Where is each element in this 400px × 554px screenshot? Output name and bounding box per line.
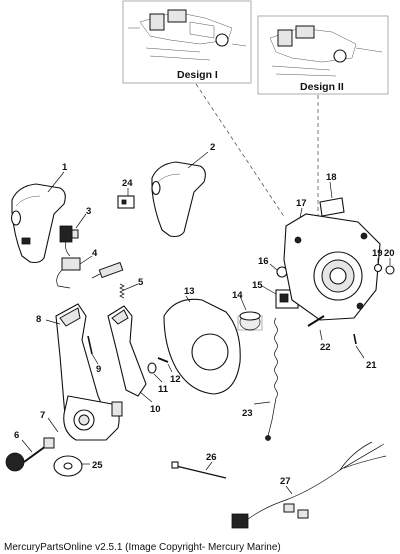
part-20-washer[interactable] (385, 258, 395, 275)
part-26-cable-tie[interactable] (171, 461, 227, 479)
callout-22: 22 (320, 342, 331, 353)
part-22-bolt[interactable] (307, 315, 325, 341)
design-i-label: Design I (177, 69, 218, 81)
part-6-knob[interactable] (5, 437, 55, 472)
part-19-screw[interactable] (373, 258, 383, 273)
part-5-spring[interactable] (119, 283, 139, 299)
part-4-harness[interactable] (56, 255, 93, 289)
copyright-footer: MercuryPartsOnline v2.5.1 (Image Copyrig… (4, 542, 281, 553)
callout-10: 10 (150, 404, 161, 415)
design-ii-label: Design II (300, 81, 344, 93)
part-12-screw[interactable] (157, 357, 173, 373)
callout-1: 1 (62, 162, 68, 173)
callout-8: 8 (36, 314, 41, 325)
part-1-handle[interactable] (10, 171, 66, 264)
callout-5: 5 (138, 277, 144, 288)
part-24-connector[interactable] (117, 188, 135, 209)
callout-20: 20 (384, 248, 395, 259)
part-27-wiring-harness[interactable] (231, 441, 387, 529)
callout-15: 15 (252, 280, 263, 291)
callout-7: 7 (40, 410, 45, 421)
callout-2: 2 (210, 142, 215, 153)
part-23-harness[interactable] (253, 317, 278, 441)
design-ii-illustration (269, 25, 383, 77)
part-9-pin[interactable] (87, 335, 99, 365)
callout-21: 21 (366, 360, 377, 371)
detent-plunger (91, 261, 124, 279)
callout-26: 26 (206, 452, 217, 463)
design-i-illustration (128, 9, 247, 61)
callout-17: 17 (296, 198, 307, 209)
part-13-cover-plate[interactable] (163, 295, 241, 395)
part-7-hub-assembly[interactable] (47, 395, 123, 441)
callout-4: 4 (92, 248, 98, 259)
callout-27: 27 (280, 476, 291, 487)
callout-9: 9 (96, 364, 101, 375)
callout-13: 13 (184, 286, 195, 297)
callout-14: 14 (232, 290, 243, 301)
part-21-pin[interactable] (353, 333, 365, 359)
callout-16: 16 (258, 256, 269, 267)
callout-12: 12 (170, 374, 181, 385)
callout-23: 23 (242, 408, 253, 419)
part-10-throttle-lever[interactable] (107, 305, 153, 403)
part-3-switch[interactable] (59, 213, 87, 257)
callout-18: 18 (326, 172, 337, 183)
callout-24: 24 (122, 178, 133, 189)
callout-6: 6 (14, 430, 19, 441)
part-25-washer-plate[interactable] (53, 455, 90, 477)
callout-11: 11 (158, 384, 169, 395)
part-2-handle[interactable] (151, 151, 209, 238)
part-18-clip[interactable] (319, 181, 345, 217)
part-17-housing[interactable] (283, 207, 381, 321)
part-14-bushing[interactable] (237, 295, 263, 331)
design-i-reference-line (195, 83, 286, 219)
callout-numbers: 1 2 3 4 5 6 7 8 9 10 11 12 13 14 15 16 1… (14, 142, 395, 487)
callout-3: 3 (86, 206, 91, 217)
callout-19: 19 (372, 248, 383, 259)
part-16-screw[interactable] (269, 263, 288, 278)
part-11-washer[interactable] (147, 362, 163, 383)
design-i-inset[interactable]: Design I (122, 0, 252, 84)
callout-25: 25 (92, 460, 103, 471)
design-ii-inset[interactable]: Design II (257, 15, 389, 95)
